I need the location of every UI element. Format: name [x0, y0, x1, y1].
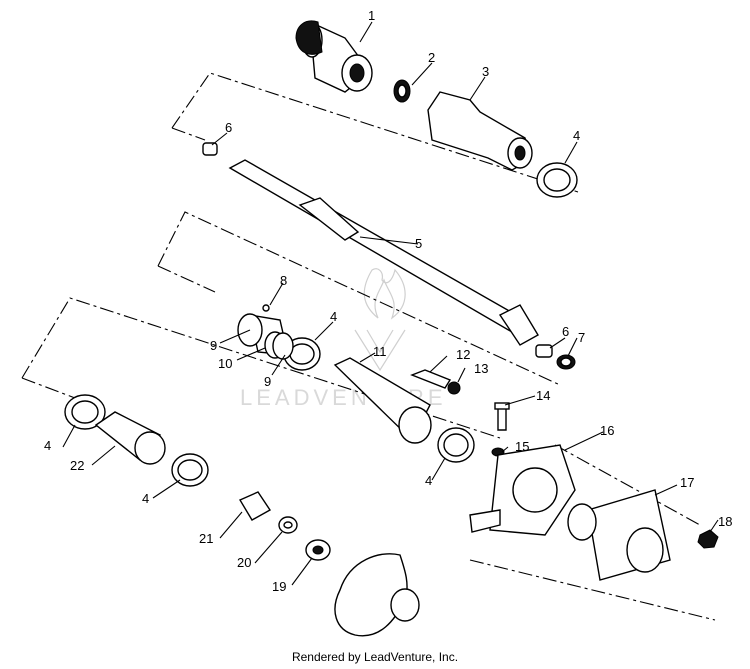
part-2-washer: [393, 79, 411, 103]
watermark-logo: [354, 268, 406, 372]
part-22-tube: [94, 411, 166, 465]
callout-labels: 1 2 3 4 4 4 4 4 5 6 6 7 8 9 9 10 11 12 1…: [44, 8, 732, 594]
callout-18: 18: [718, 514, 732, 529]
callout-20: 20: [237, 555, 251, 570]
part-17-flange-bearing: [567, 489, 671, 581]
assembly-frames: [21, 72, 716, 621]
callout-4-c: 4: [44, 438, 51, 453]
callout-15: 15: [515, 439, 529, 454]
callout-16: 16: [600, 423, 614, 438]
callout-4-d: 4: [425, 473, 432, 488]
part-11-tube: [333, 357, 432, 444]
part-7-o-ring: [556, 354, 576, 370]
callout-7: 7: [578, 330, 585, 345]
part-8-grease-fitting: [262, 304, 270, 312]
part-4-clamp-d: [437, 427, 475, 463]
part-4-clamp-e: [171, 453, 209, 487]
part-3-boot: [427, 91, 533, 171]
part-13-washer: [447, 381, 461, 395]
callout-9-b: 9: [264, 374, 271, 389]
part-1-sleeve: [295, 20, 373, 93]
callout-3: 3: [482, 64, 489, 79]
callout-9-a: 9: [210, 338, 217, 353]
callout-5: 5: [415, 236, 422, 251]
callout-19: 19: [272, 579, 286, 594]
fan-blade: [334, 553, 420, 637]
callout-13: 13: [474, 361, 488, 376]
part-6-plug-a: [202, 142, 218, 156]
part-18-nut: [697, 529, 719, 549]
part-10-coupler: [237, 313, 294, 360]
footer-credit: Rendered by LeadVenture, Inc.: [291, 650, 459, 664]
part-5-shaft: [228, 159, 539, 346]
leader-lines: [62, 21, 719, 586]
part-14-bolt: [494, 402, 510, 431]
part-19-plate: [305, 539, 331, 561]
callout-17: 17: [680, 475, 694, 490]
part-16-bracket: [469, 444, 576, 536]
callout-6-a: 6: [225, 120, 232, 135]
callout-14: 14: [536, 388, 550, 403]
callout-8: 8: [280, 273, 287, 288]
part-4-clamp-a: [536, 162, 578, 198]
part-12-bolt: [410, 369, 452, 389]
callout-4-b: 4: [330, 309, 337, 324]
callout-6-b: 6: [562, 324, 569, 339]
part-4-clamp-c: [64, 394, 106, 430]
part-20-washer: [278, 516, 298, 534]
callout-11: 11: [373, 344, 387, 359]
callout-4-e: 4: [142, 491, 149, 506]
part-21-stub-shaft: [238, 491, 272, 521]
callout-12: 12: [456, 347, 470, 362]
callout-2: 2: [428, 50, 435, 65]
callout-4-a: 4: [573, 128, 580, 143]
callout-22: 22: [70, 458, 84, 473]
callout-10: 10: [218, 356, 232, 371]
callout-21: 21: [199, 531, 213, 546]
callout-1: 1: [368, 8, 375, 23]
part-6-plug-b: [535, 344, 553, 358]
